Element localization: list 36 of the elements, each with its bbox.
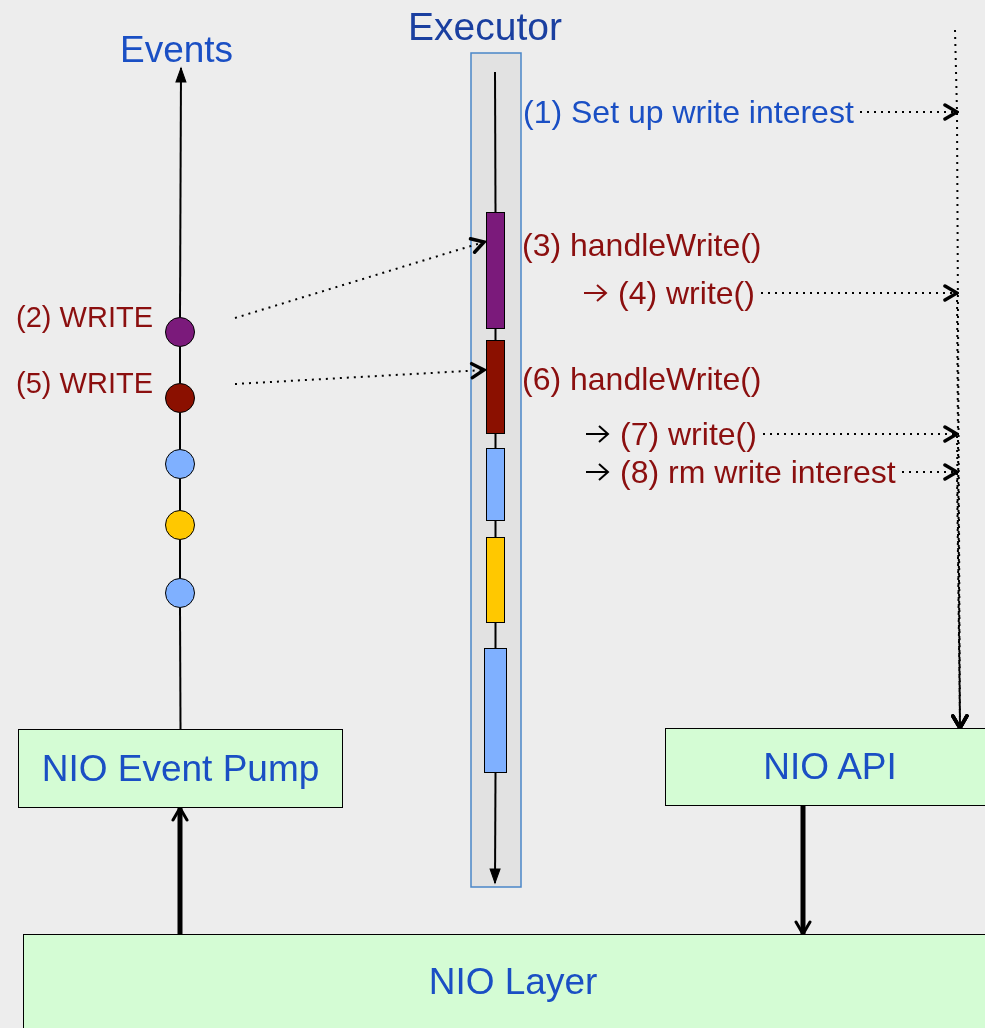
column-heading: Events (120, 30, 242, 68)
task-bar (486, 212, 505, 329)
event-dot (165, 578, 195, 608)
line (494, 328, 497, 341)
layer-box: NIO API (665, 728, 985, 806)
arrow (175, 67, 187, 318)
arrow (489, 772, 501, 884)
step-label: (2) WRITE (16, 303, 153, 332)
line (179, 346, 181, 384)
layer-box: NIO Layer (23, 934, 985, 1028)
layer-box: NIO Event Pump (18, 729, 343, 808)
line (494, 433, 497, 449)
event-dot (165, 383, 195, 413)
event-dot (165, 510, 195, 540)
event-dot (165, 449, 195, 479)
dotted-arrow (234, 237, 486, 319)
event-dot (165, 317, 195, 347)
task-bar (486, 537, 505, 623)
arrow (171, 806, 189, 934)
line (494, 71, 497, 213)
step-label: (3) handleWrite() (522, 229, 762, 261)
dotted-arrow (901, 463, 969, 729)
arrow (794, 806, 812, 936)
task-bar (486, 448, 505, 521)
dotted-arrow (234, 361, 486, 385)
task-bar (486, 340, 505, 434)
task-bar (484, 648, 507, 773)
step-label: (6) handleWrite() (522, 363, 762, 395)
line (494, 622, 497, 649)
column-heading: Executor (407, 7, 563, 46)
line (179, 539, 181, 579)
line (179, 478, 181, 511)
line (179, 607, 182, 730)
line (494, 520, 497, 538)
line (179, 412, 181, 450)
step-label: (5) WRITE (16, 369, 153, 398)
